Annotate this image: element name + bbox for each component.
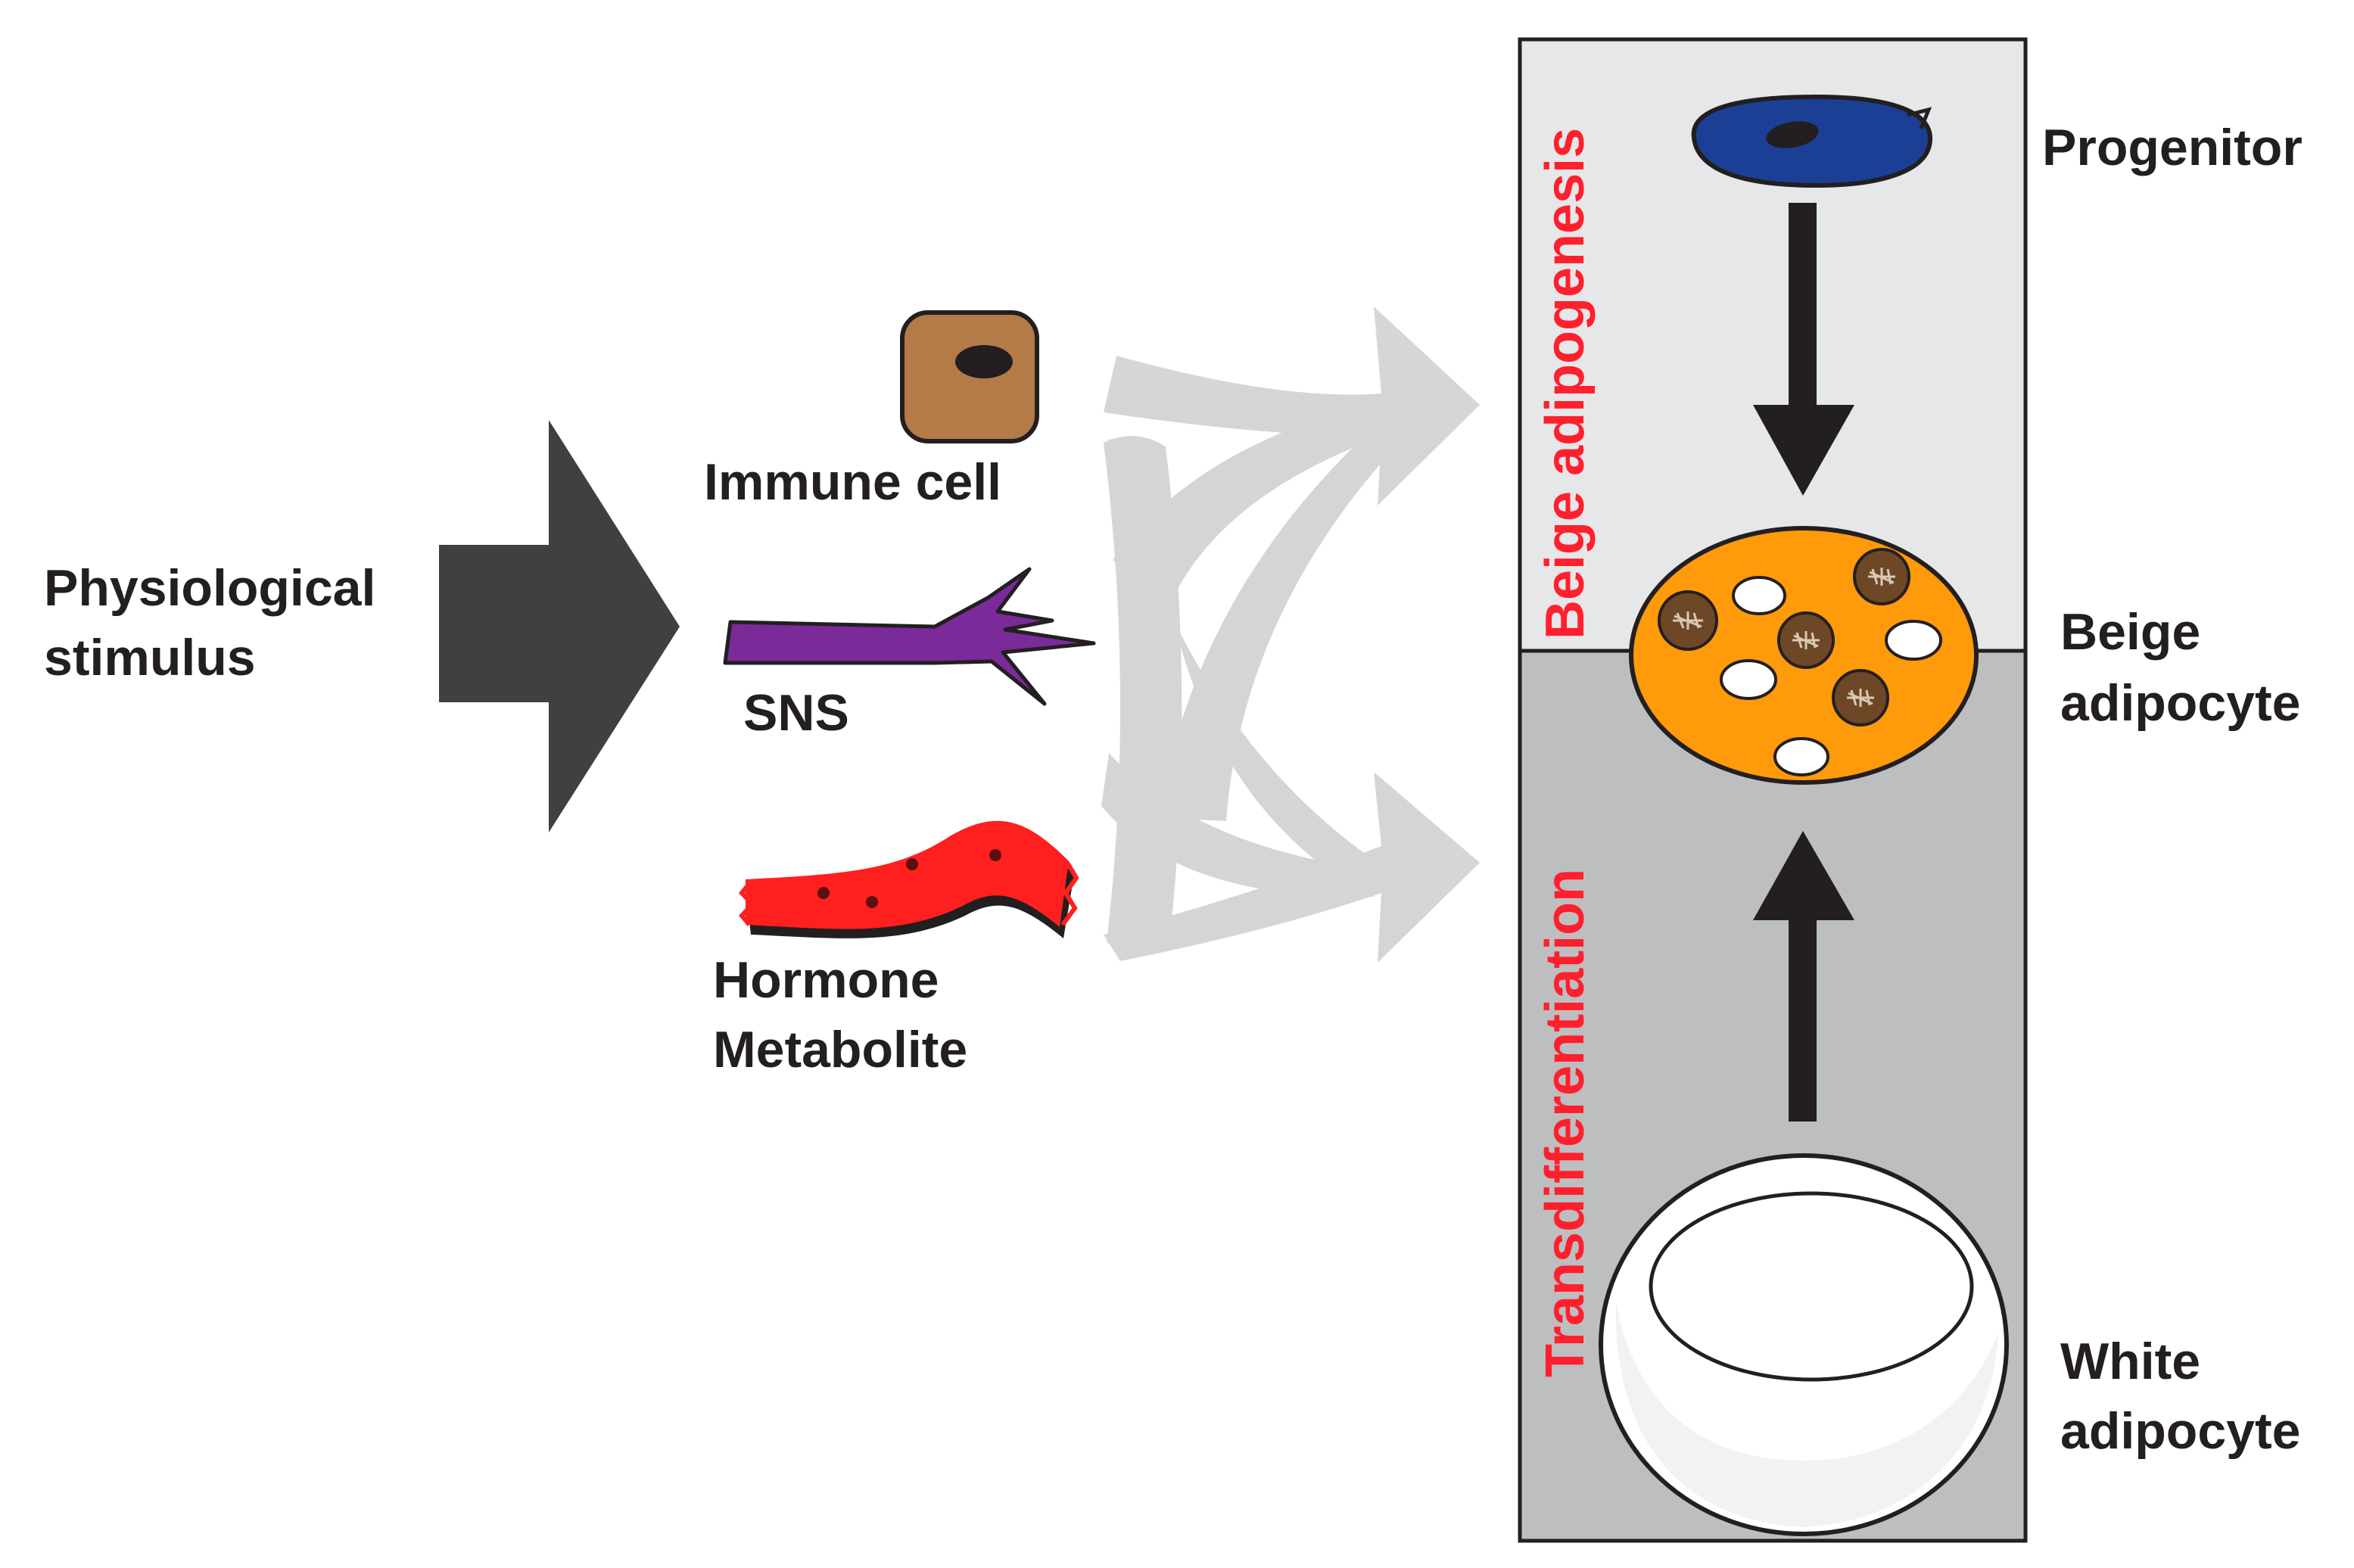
pathway-arrow-upper-b: [1113, 401, 1385, 605]
hormone-label-line1: Hormone: [713, 951, 939, 1009]
transdifferentiation-label: Transdifferentiation: [1535, 869, 1596, 1377]
stimulus-label-line2: stimulus: [44, 629, 256, 686]
lipid-droplets: [1720, 576, 1942, 776]
pathway-arrows: [1101, 306, 1480, 963]
progenitor-tail: [1907, 107, 1932, 129]
beige-adipocyte-label-line1: Beige: [2060, 603, 2200, 661]
down-arrow-icon: [1753, 203, 1854, 496]
white-adipocyte-shading: [1615, 1302, 1998, 1527]
white-adipocyte-droplet: [1649, 1191, 1974, 1382]
pathway-arrow-lower-a: [1104, 772, 1480, 963]
sns-nerve-icon: [723, 567, 1096, 706]
hormone-label-line2: Metabolite: [713, 1021, 967, 1078]
progenitor-label: Progenitor: [2042, 119, 2303, 176]
blood-vessel-dots: [817, 849, 1001, 908]
mitochondria: [1658, 548, 1910, 726]
white-adipocyte-label-line2: adipocyte: [2060, 1402, 2300, 1460]
panel-border: [1518, 37, 2028, 1543]
up-arrow-icon: [1753, 831, 1854, 1122]
pathway-arrow-stem: [1104, 436, 1182, 950]
progenitor-nucleus: [1766, 121, 1819, 148]
beige-adipocyte-label-line2: adipocyte: [2060, 674, 2300, 732]
immune-cell-label: Immune cell: [704, 453, 1001, 511]
stimulus-arrow-icon: [439, 420, 680, 832]
mitochondrion-icon: [1853, 548, 1910, 605]
pathway-arrow-lower-b: [1101, 753, 1378, 898]
blood-vessel-icon: [746, 820, 1069, 929]
mitochondrion-icon: [1832, 669, 1889, 726]
sns-label: SNS: [743, 684, 849, 742]
immune-cell-icon: [900, 310, 1039, 443]
blood-vessel-ends: [739, 861, 1079, 926]
mitochondrion-icon: [1658, 590, 1718, 651]
immune-cell-nucleus: [955, 345, 1013, 378]
mitochondrion-icon: [1777, 611, 1835, 669]
beige-adipogenesis-label: Beige adipogenesis: [1535, 128, 1596, 639]
white-adipocyte-label-line1: White: [2060, 1333, 2200, 1390]
progenitor-cell-icon: [1691, 94, 1933, 188]
stimulus-label-line1: Physiological: [44, 559, 375, 617]
